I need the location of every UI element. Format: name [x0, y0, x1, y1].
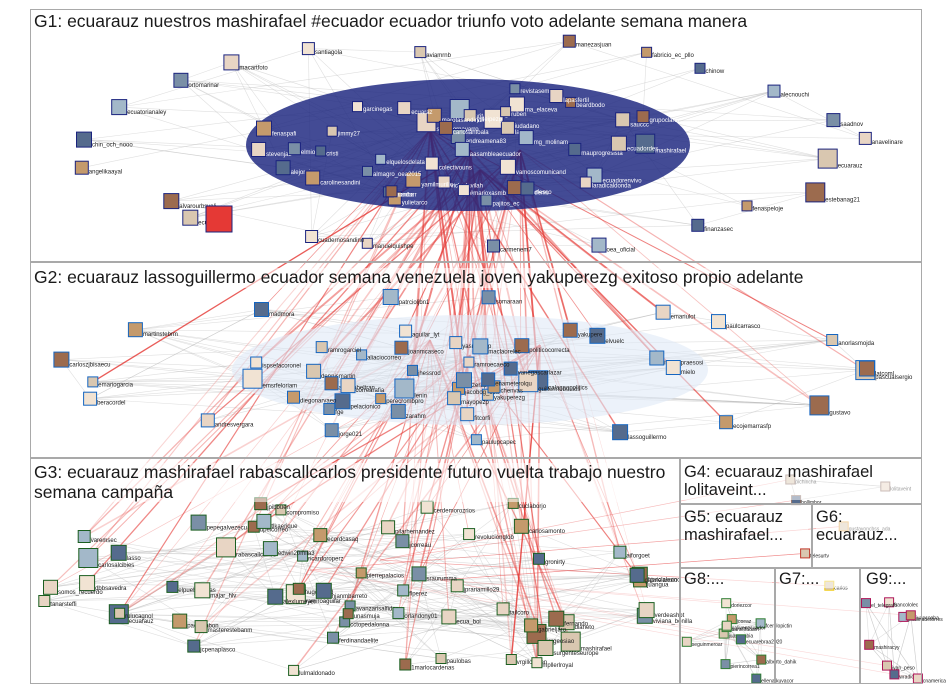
group-frame-g3 [30, 458, 680, 684]
group-frame-g2 [30, 262, 922, 458]
group-frame-g4 [680, 458, 922, 504]
group-frame-g5 [680, 504, 812, 568]
group-frame-g6 [812, 504, 922, 568]
node-label: cnamerica [923, 679, 946, 685]
group-frame-g1 [30, 9, 922, 262]
group-frame-g9 [860, 568, 922, 684]
group-frame-g8 [680, 568, 775, 684]
group-frame-g7 [775, 568, 860, 684]
